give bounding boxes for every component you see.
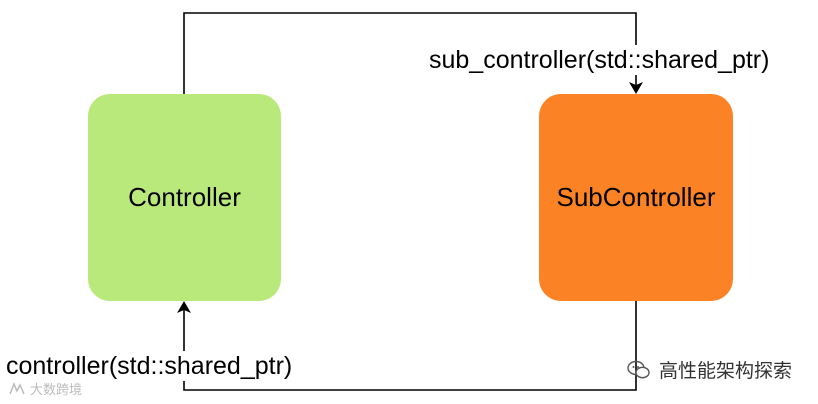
arrowhead-bottom	[177, 301, 191, 313]
edge-label-top: sub_controller(std::shared_ptr)	[428, 45, 771, 75]
watermark-right-text: 高性能架构探索	[658, 360, 792, 382]
edge-label-bottom: controller(std::shared_ptr)	[5, 351, 294, 381]
watermark-left-text: 大数跨境	[30, 383, 83, 398]
wechat-icon	[627, 360, 650, 378]
logo-icon	[9, 381, 25, 394]
node-subcontroller: SubController	[539, 94, 733, 301]
edge-subcontroller-to-controller	[183, 301, 637, 391]
arrowhead-top	[629, 82, 643, 94]
node-controller-label: Controller	[128, 182, 241, 212]
watermark-left: 大数跨境	[8, 379, 82, 398]
node-controller: Controller	[88, 94, 281, 301]
watermark-right: 高性能架构探索	[627, 356, 792, 383]
node-subcontroller-label: SubController	[556, 182, 716, 212]
